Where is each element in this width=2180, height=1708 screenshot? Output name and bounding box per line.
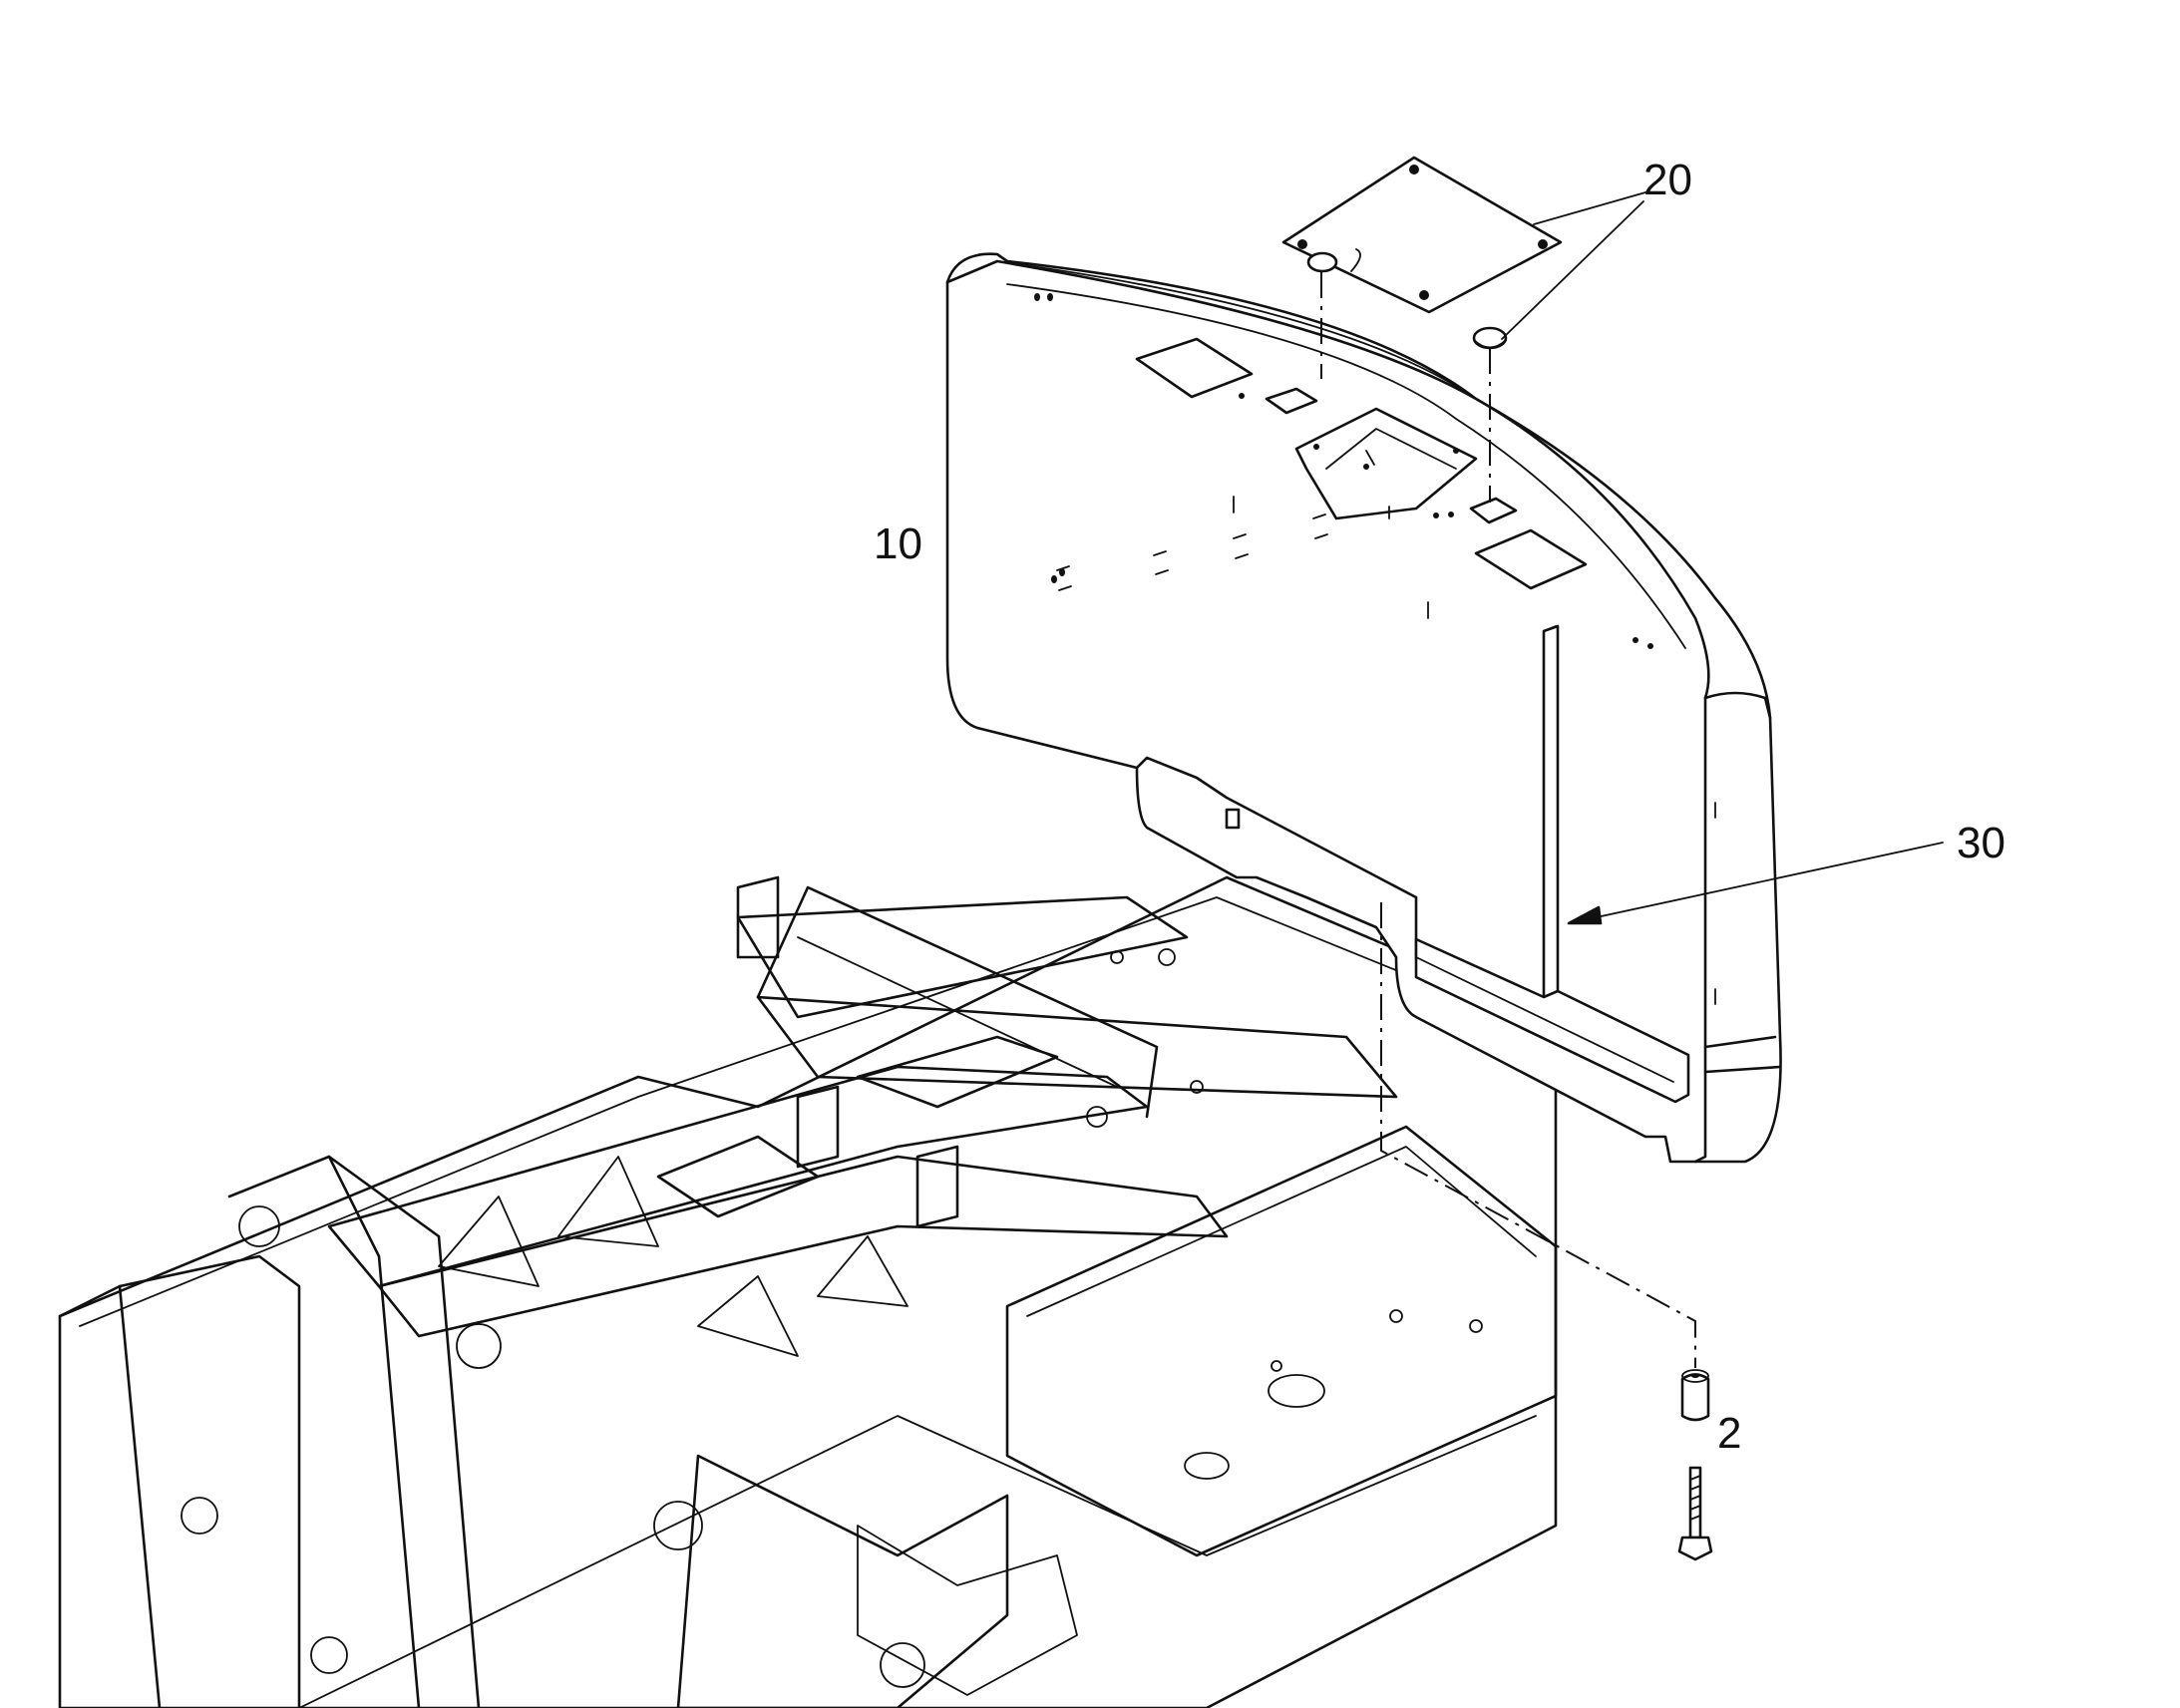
callout-10: 10 xyxy=(874,519,922,568)
counterweight-part-10 xyxy=(945,252,1782,1164)
counterweight-holes xyxy=(1034,293,1653,649)
leader-lines xyxy=(1501,191,1944,925)
counterweight-slot-marks xyxy=(1056,450,1716,1005)
callout-20: 20 xyxy=(1643,156,1692,204)
callout-labels: 20 10 30 2 xyxy=(874,156,2005,1458)
bracket-part-30 xyxy=(1414,624,1690,1104)
plug-part-20 xyxy=(1472,326,1508,350)
callout-30: 30 xyxy=(1957,819,2005,867)
cover-plate-part-20 xyxy=(1281,156,1563,314)
assembly-centerlines xyxy=(1320,272,1696,1368)
machine-frame xyxy=(58,875,1558,1708)
callout-2: 2 xyxy=(1717,1409,1741,1458)
bolt-and-spacer-part-2 xyxy=(1677,1369,1713,1561)
